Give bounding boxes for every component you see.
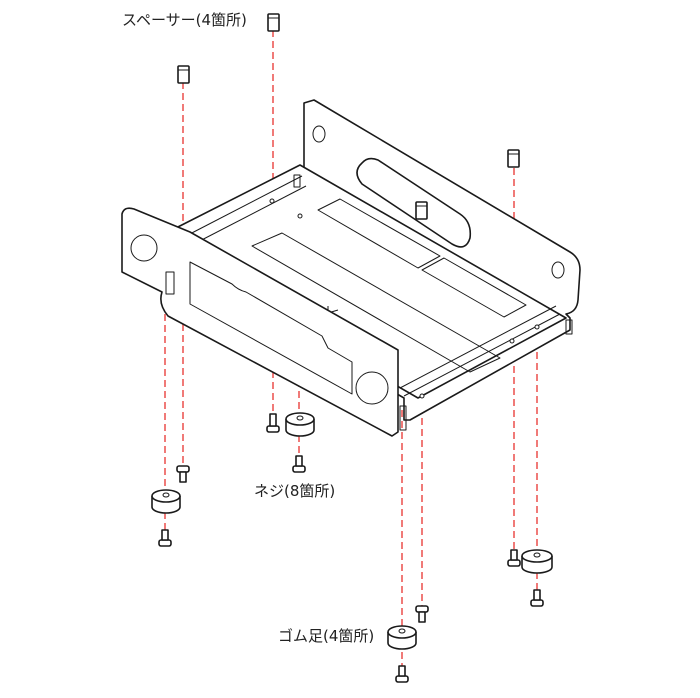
wall-port xyxy=(355,371,389,405)
screw-part xyxy=(415,605,429,623)
floor-hole xyxy=(509,338,515,344)
floor-hole xyxy=(297,213,303,219)
floor-rail xyxy=(189,185,307,247)
wall-port xyxy=(130,234,158,262)
rubber-foot-label: ゴム足(4箇所) xyxy=(278,627,375,645)
spacer-label: スペーサー(4箇所) xyxy=(122,11,247,29)
floor-rail xyxy=(185,175,303,237)
rubber-foot-part xyxy=(521,549,553,574)
mounting-tray xyxy=(121,99,581,437)
wall-tab xyxy=(565,319,573,335)
floor-rail xyxy=(399,305,557,389)
spacer-part xyxy=(507,149,520,168)
screw-part xyxy=(158,529,172,547)
wall-tab xyxy=(293,174,301,188)
rubber-foot-part xyxy=(285,412,315,437)
floor-slot xyxy=(421,257,527,318)
spacers xyxy=(177,13,520,220)
screw-part xyxy=(292,455,306,473)
spacer-part xyxy=(177,65,190,84)
floor-slot xyxy=(317,198,441,269)
screws xyxy=(158,413,544,683)
left-front-wall xyxy=(121,207,399,437)
spacer-part xyxy=(415,201,428,220)
wall-tab xyxy=(165,271,175,295)
screw-part xyxy=(266,413,280,433)
floor-hole xyxy=(419,393,425,399)
rubber-foot-part xyxy=(387,625,417,650)
side-slot xyxy=(356,157,472,248)
rubber-feet xyxy=(151,412,553,650)
side-hole xyxy=(312,125,326,143)
floor-hole xyxy=(269,198,275,204)
wall-window xyxy=(189,261,353,395)
screw-part xyxy=(507,549,521,567)
rubber-foot-part xyxy=(151,489,181,514)
screw-part xyxy=(176,465,190,483)
spacer-part xyxy=(267,13,280,32)
floor-hole xyxy=(534,324,540,330)
wall-tab xyxy=(399,405,407,431)
screw-part xyxy=(530,589,544,607)
screw-label: ネジ(8箇所) xyxy=(254,482,336,500)
screw-part xyxy=(395,665,409,683)
side-hole xyxy=(551,261,565,279)
floor-slot xyxy=(251,232,501,373)
floor-rail xyxy=(403,313,561,397)
